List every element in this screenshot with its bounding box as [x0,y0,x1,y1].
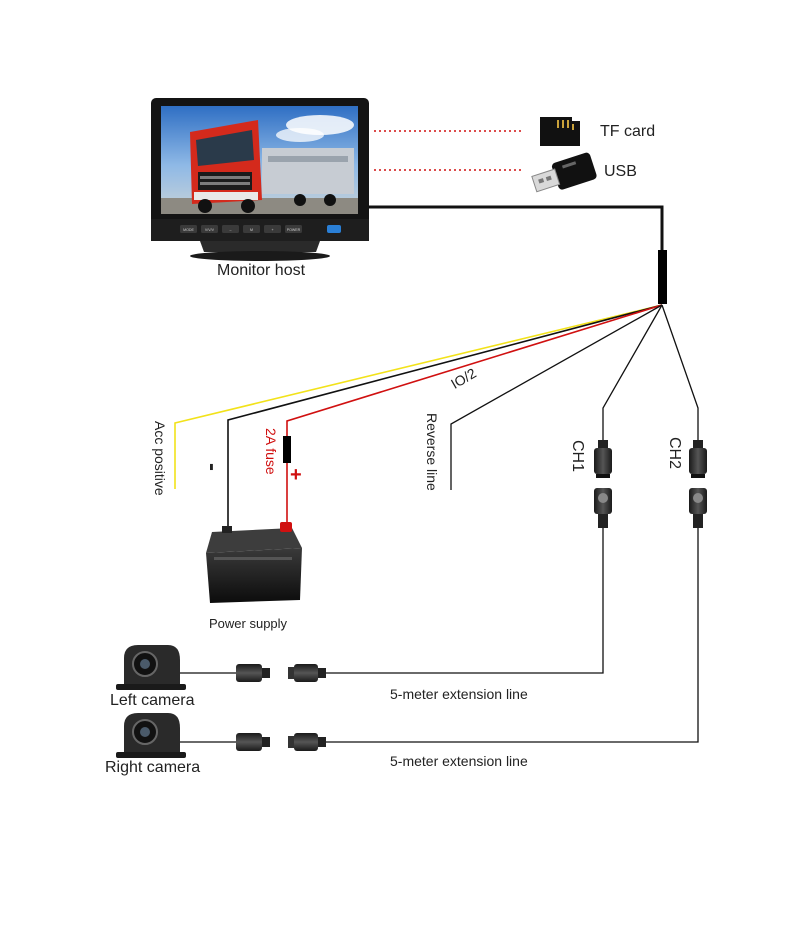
acc-wire [174,304,663,489]
monitor-button-label: M [250,228,253,232]
monitor-host: MODE V/V/V – M + POWER [151,98,369,261]
main-cable [369,205,664,252]
monitor-stand [200,241,320,252]
extension-line-1-label: 5-meter extension line [390,686,528,702]
extension-line-2 [324,528,699,743]
power-supply-label: Power supply [209,616,288,631]
battery-icon [206,522,302,603]
positive-terminal-label: + [290,464,302,486]
truck-trailer [262,148,354,194]
cable-junction [658,250,667,304]
monitor-button [180,225,197,233]
ch1-connector-female [594,488,612,528]
negative-wire [227,304,663,532]
monitor-button [243,225,260,233]
extension-line-2-label: 5-meter extension line [390,753,528,769]
monitor-button-label: POWER [287,228,301,232]
power-led [327,225,341,233]
right-camera-connector-female [236,733,270,751]
left-camera-label: Left camera [110,692,195,709]
tf-card-icon [540,117,580,146]
ch2-label: CH2 [666,437,683,470]
positive-wire [286,304,663,537]
fuse-label: 2A fuse [263,428,279,475]
monitor-button [285,225,302,233]
left-camera-connector-female [236,664,270,682]
negative-terminal-label: - [199,463,226,471]
left-extension-connector-male [288,664,326,682]
right-camera-icon [116,713,186,758]
monitor-button-label: MODE [183,228,194,232]
trailer-stripe [268,156,348,162]
usb-stick-icon [531,152,597,193]
usb-label: USB [604,163,637,180]
right-camera-label: Right camera [105,759,201,776]
fuse-shape [283,436,291,463]
tf-card-label: TF card [600,123,656,140]
monitor-button [222,225,239,233]
right-extension-connector-male [288,733,326,751]
monitor-button-label: V/V/V [205,228,215,232]
acc-positive-label: Acc positive [152,421,168,496]
truck-cab [190,120,336,213]
monitor-button [264,225,281,233]
monitor-button-label: – [230,228,232,232]
ch2-connector-male [689,440,707,478]
reverse-wire [450,304,663,490]
monitor-button [201,225,218,233]
ch2-connector-female [689,488,707,528]
reverse-line-label: Reverse line [424,413,440,491]
left-camera-icon [116,645,186,690]
ch1-label: CH1 [569,440,586,473]
monitor-button-label: + [271,228,273,232]
monitor-stand-base [190,251,330,261]
monitor-host-label: Monitor host [217,262,306,279]
ch1-wire [602,304,663,440]
cloud-shape [276,128,324,142]
extension-line-1 [324,528,604,674]
ch1-connector-male [594,440,612,478]
ch2-wire [661,304,699,440]
